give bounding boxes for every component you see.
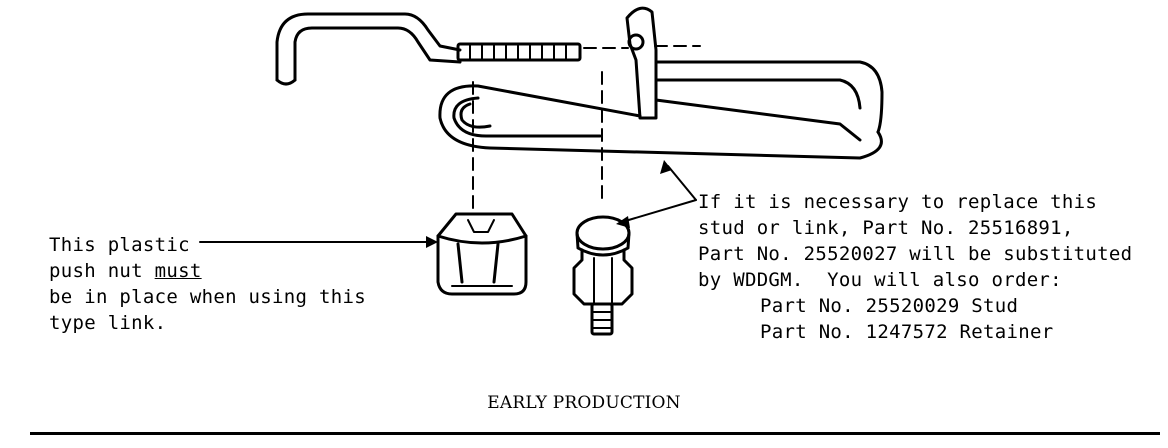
leader-lines xyxy=(199,165,697,243)
right-note-line-4: by WDDGM. You will also order: xyxy=(698,269,1062,291)
left-note-line-2: push nut must xyxy=(49,258,366,284)
right-note-line-5: Part No. 25520029 Stud xyxy=(760,295,1019,317)
caption: EARLY PRODUCTION xyxy=(487,393,681,413)
plastic-push-nut xyxy=(436,212,528,296)
hooked-rod xyxy=(275,12,582,86)
bottom-rule xyxy=(30,432,1160,435)
left-note-line-3: be in place when using this xyxy=(49,286,366,308)
alignment-lines xyxy=(472,45,701,211)
stud xyxy=(572,215,634,336)
right-note-line-2: stud or link, Part No. 25516891, xyxy=(698,217,1074,239)
arrowheads xyxy=(426,160,672,248)
mounting-tab xyxy=(625,6,658,120)
left-note-line-4: type link. xyxy=(49,312,167,334)
left-note-line-2-prefix: push nut xyxy=(49,260,155,282)
u-link xyxy=(438,60,884,160)
right-note-line-1: If it is necessary to replace this xyxy=(698,191,1098,213)
replacement-note: If it is necessary to replace this stud o… xyxy=(698,189,1132,345)
right-note-line-6: Part No. 1247572 Retainer xyxy=(760,321,1054,343)
left-note-emphasis: must xyxy=(154,260,202,282)
right-note-line-3: Part No. 25520027 will be substituted xyxy=(698,243,1133,265)
left-note-line-1: This plastic xyxy=(49,234,190,256)
